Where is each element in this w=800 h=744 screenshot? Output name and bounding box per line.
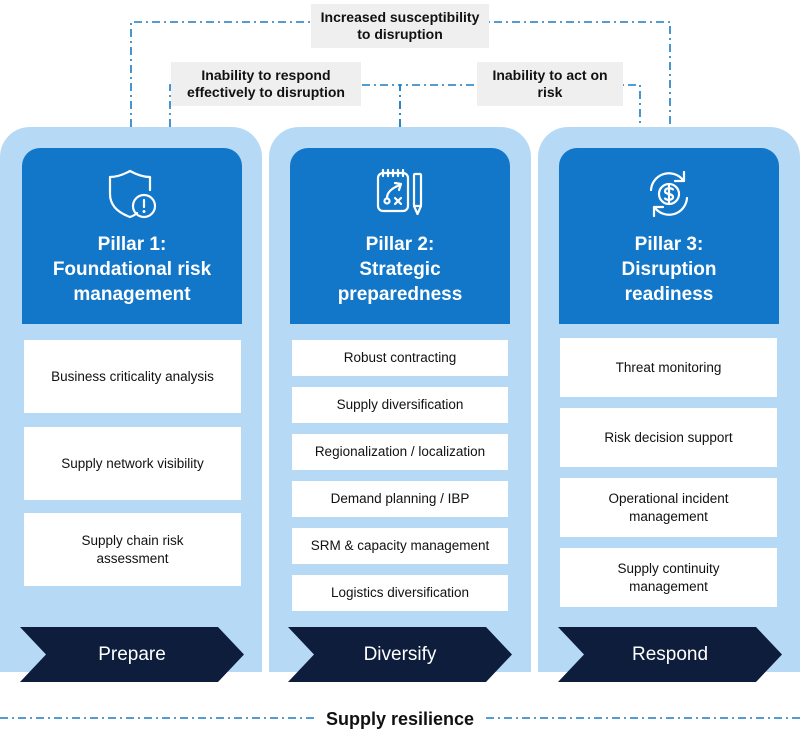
pillar-2-item: Regionalization / localization (292, 434, 508, 470)
shield-alert-icon (108, 169, 157, 219)
pillar-3-item: Threat monitoring (560, 338, 777, 397)
pillar-1-item: Supply chain risk assessment (24, 513, 241, 586)
footer-label: Supply resilience (0, 708, 800, 730)
pillar-3-item: Supply continuity management (560, 548, 777, 607)
action-chevron-diversify: Diversify (288, 627, 512, 682)
pillar-1-item: Business criticality analysis (24, 340, 241, 413)
risk-box-susceptibility: Increased susceptibility to disruption (311, 4, 489, 48)
action-chevron-respond: Respond (558, 627, 782, 682)
pillar-1-title: Pillar 1: Foundational risk management (52, 234, 212, 305)
pillar-1-header: Pillar 1: Foundational risk management (22, 148, 242, 324)
pillar-2-item: Logistics diversification (292, 575, 508, 611)
pillar-2-title: Pillar 2: Strategic preparedness (337, 234, 463, 305)
pillar-1-item: Supply network visibility (24, 427, 241, 500)
action-chevron-prepare: Prepare (20, 627, 244, 682)
top-risk-connector (130, 21, 671, 127)
dollar-cycle-icon (649, 170, 689, 218)
footer-text: Supply resilience (313, 709, 487, 729)
pillar-2-item: Supply diversification (292, 387, 508, 423)
pillar-3-item: Risk decision support (560, 408, 777, 467)
strategy-plan-icon (376, 168, 423, 216)
pillar-2-header: Pillar 2: Strategic preparedness (290, 148, 510, 324)
pillar-2-item: Demand planning / IBP (292, 481, 508, 517)
pillar-3-header: Pillar 3: Disruption readiness (559, 148, 779, 324)
pillar-3-item: Operational incident management (560, 478, 777, 537)
pillar-2-item: SRM & capacity management (292, 528, 508, 564)
pillar-2-item: Robust contracting (292, 340, 508, 376)
risk-box-act: Inability to act on risk (477, 62, 623, 106)
pillar-3-title: Pillar 3: Disruption readiness (621, 234, 717, 305)
risk-box-respond: Inability to respond effectively to disr… (171, 62, 361, 106)
